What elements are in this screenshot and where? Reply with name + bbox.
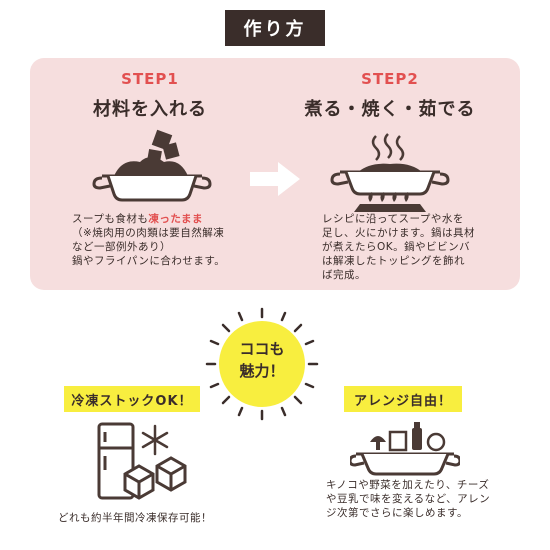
pan-with-frozen-food-icon — [92, 129, 212, 202]
badge-text: ココも 魅力！ — [219, 338, 305, 382]
freezer-with-ice-icon — [97, 422, 187, 500]
step2-description: レシピに沿ってスープや水を 足し、火にかけます。鍋は具材 が煮えたらOK。鍋やビ… — [322, 212, 512, 282]
step2-desc-line5: ば完成。 — [322, 269, 366, 281]
step1-description: スープも食材も凍ったまま （※焼肉用の肉類は要自然解凍 など一部例外あり） 鍋や… — [72, 212, 262, 268]
step2-title: 煮る・焼く・茹でる — [304, 99, 476, 120]
step2-desc-line1: レシピに沿ってスープや水を — [322, 213, 464, 225]
step1-desc-line4: 鍋やフライパンに合わせます。 — [72, 255, 226, 267]
step1-desc-line2: （※焼肉用の肉類は要自然解凍 — [72, 227, 225, 239]
step1-desc-line1: スープも食材も — [72, 213, 149, 225]
step1-label: STEP1 — [121, 70, 179, 88]
badge-line2: 魅力！ — [239, 362, 285, 380]
arrange-caption-line3: ジ次第でさらに楽しめます。 — [326, 507, 468, 519]
badge-line1: ココも — [239, 340, 285, 358]
frozen-stock-caption: どれも約半年間冷凍保存可能！ — [58, 512, 212, 524]
arrange-free-caption: キノコや野菜を加えたり、チーズ や豆乳で味を変えるなど、アレン ジ次第でさらに楽… — [326, 478, 526, 520]
arrange-free-tag: アレンジ自由！ — [344, 386, 462, 412]
step2-desc-line4: は解凍したトッピングを飾れ — [322, 255, 465, 267]
step1-title: 材料を入れる — [93, 99, 207, 120]
arrow-right-icon — [250, 162, 300, 196]
step1-desc-highlight: 凍ったまま — [148, 213, 204, 225]
sparkle-rays-icon — [205, 307, 319, 421]
step2-label: STEP2 — [361, 70, 419, 88]
highlight-badge — [219, 321, 305, 407]
arrange-caption-line1: キノコや野菜を加えたり、チーズ — [326, 479, 490, 491]
step2-desc-line2: 足し、火にかけます。鍋は具材 — [322, 227, 475, 239]
page-title: 作り方 — [225, 10, 325, 46]
pan-on-stove-icon — [330, 133, 450, 212]
arrange-caption-line2: や豆乳で味を変えるなど、アレン — [326, 493, 491, 505]
pan-with-toppings-icon — [350, 422, 460, 476]
frozen-stock-tag: 冷凍ストックOK！ — [64, 386, 200, 412]
step1-desc-line3: など一部例外あり） — [72, 241, 171, 253]
step2-desc-line3: が煮えたらOK。鍋やビビンバ — [322, 241, 471, 253]
